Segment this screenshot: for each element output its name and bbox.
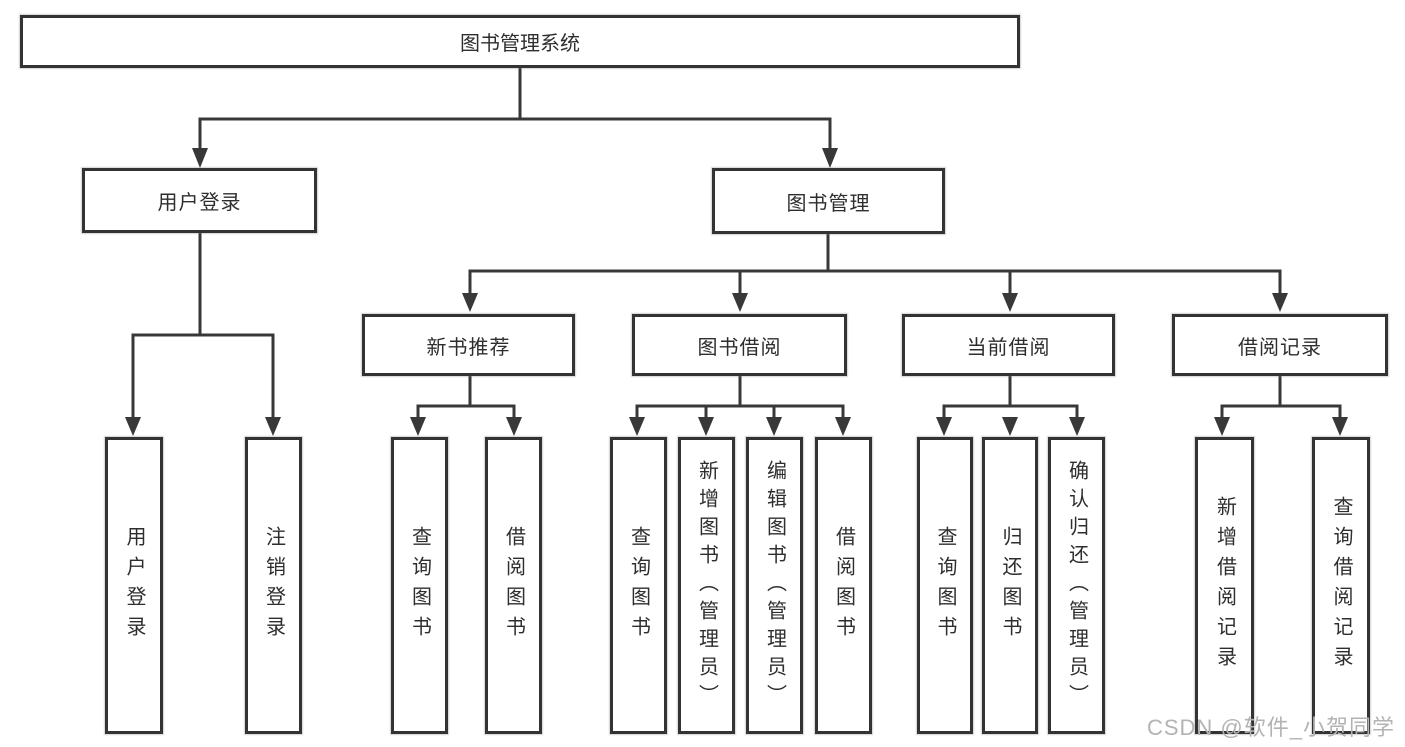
node-label: 图书管理系统 [460, 33, 580, 55]
node-leaf-edit-books-admin: 编辑图书（管理员） [746, 437, 803, 734]
node-label: 当前借阅 [966, 336, 1051, 359]
node-label: 查询图书 [408, 525, 431, 646]
node-leaf-borrow-books: 借阅图书 [815, 437, 872, 734]
node-book-borrow: 图书借阅 [632, 314, 847, 376]
csdn-watermark: CSDN @软件_小贺同学 [1146, 715, 1395, 740]
node-label: 新书推荐 [426, 336, 511, 359]
node-book-management: 图书管理 [712, 168, 945, 234]
node-leaf-return-books: 归还图书 [982, 437, 1038, 734]
node-label: 查询图书 [627, 525, 650, 646]
node-leaf-add-books-admin: 新增图书（管理员） [678, 437, 735, 734]
node-label: 查询借阅记录 [1330, 495, 1352, 676]
node-leaf-borrow-books-recommend: 借阅图书 [485, 437, 542, 734]
node-leaf-query-books-current: 查询图书 [917, 437, 973, 734]
node-leaf-query-books-borrow: 查询图书 [610, 437, 667, 734]
node-leaf-add-borrow-record: 新增借阅记录 [1195, 437, 1254, 734]
node-label: 编辑图书（管理员） [763, 459, 786, 712]
node-current-borrow: 当前借阅 [902, 314, 1115, 376]
node-leaf-user-login: 用户登录 [105, 437, 163, 734]
node-label: 新增图书（管理员） [695, 459, 718, 712]
node-label: 图书管理 [786, 192, 871, 215]
node-leaf-logout: 注销登录 [245, 437, 302, 734]
node-new-book-recommend: 新书推荐 [362, 314, 575, 376]
node-user-login: 用户登录 [82, 168, 317, 233]
node-label: 借阅记录 [1238, 336, 1322, 359]
node-label: 图书借阅 [697, 336, 782, 359]
node-label: 借阅图书 [832, 525, 855, 646]
node-label: 借阅图书 [502, 525, 525, 646]
node-leaf-query-books-recommend: 查询图书 [391, 437, 448, 734]
node-label: 查询图书 [934, 525, 956, 646]
node-leaf-query-borrow-record: 查询借阅记录 [1312, 437, 1370, 734]
node-label: 用户登录 [157, 192, 242, 214]
node-borrow-records: 借阅记录 [1172, 314, 1388, 376]
node-leaf-confirm-return-admin: 确认归还（管理员） [1048, 437, 1105, 734]
node-library-management-system: 图书管理系统 [20, 15, 1020, 68]
node-label: 归还图书 [999, 525, 1021, 646]
node-label: 新增借阅记录 [1213, 495, 1236, 676]
node-label: 注销登录 [262, 525, 285, 646]
node-label: 用户登录 [123, 525, 145, 646]
node-label: 确认归还（管理员） [1065, 459, 1088, 712]
